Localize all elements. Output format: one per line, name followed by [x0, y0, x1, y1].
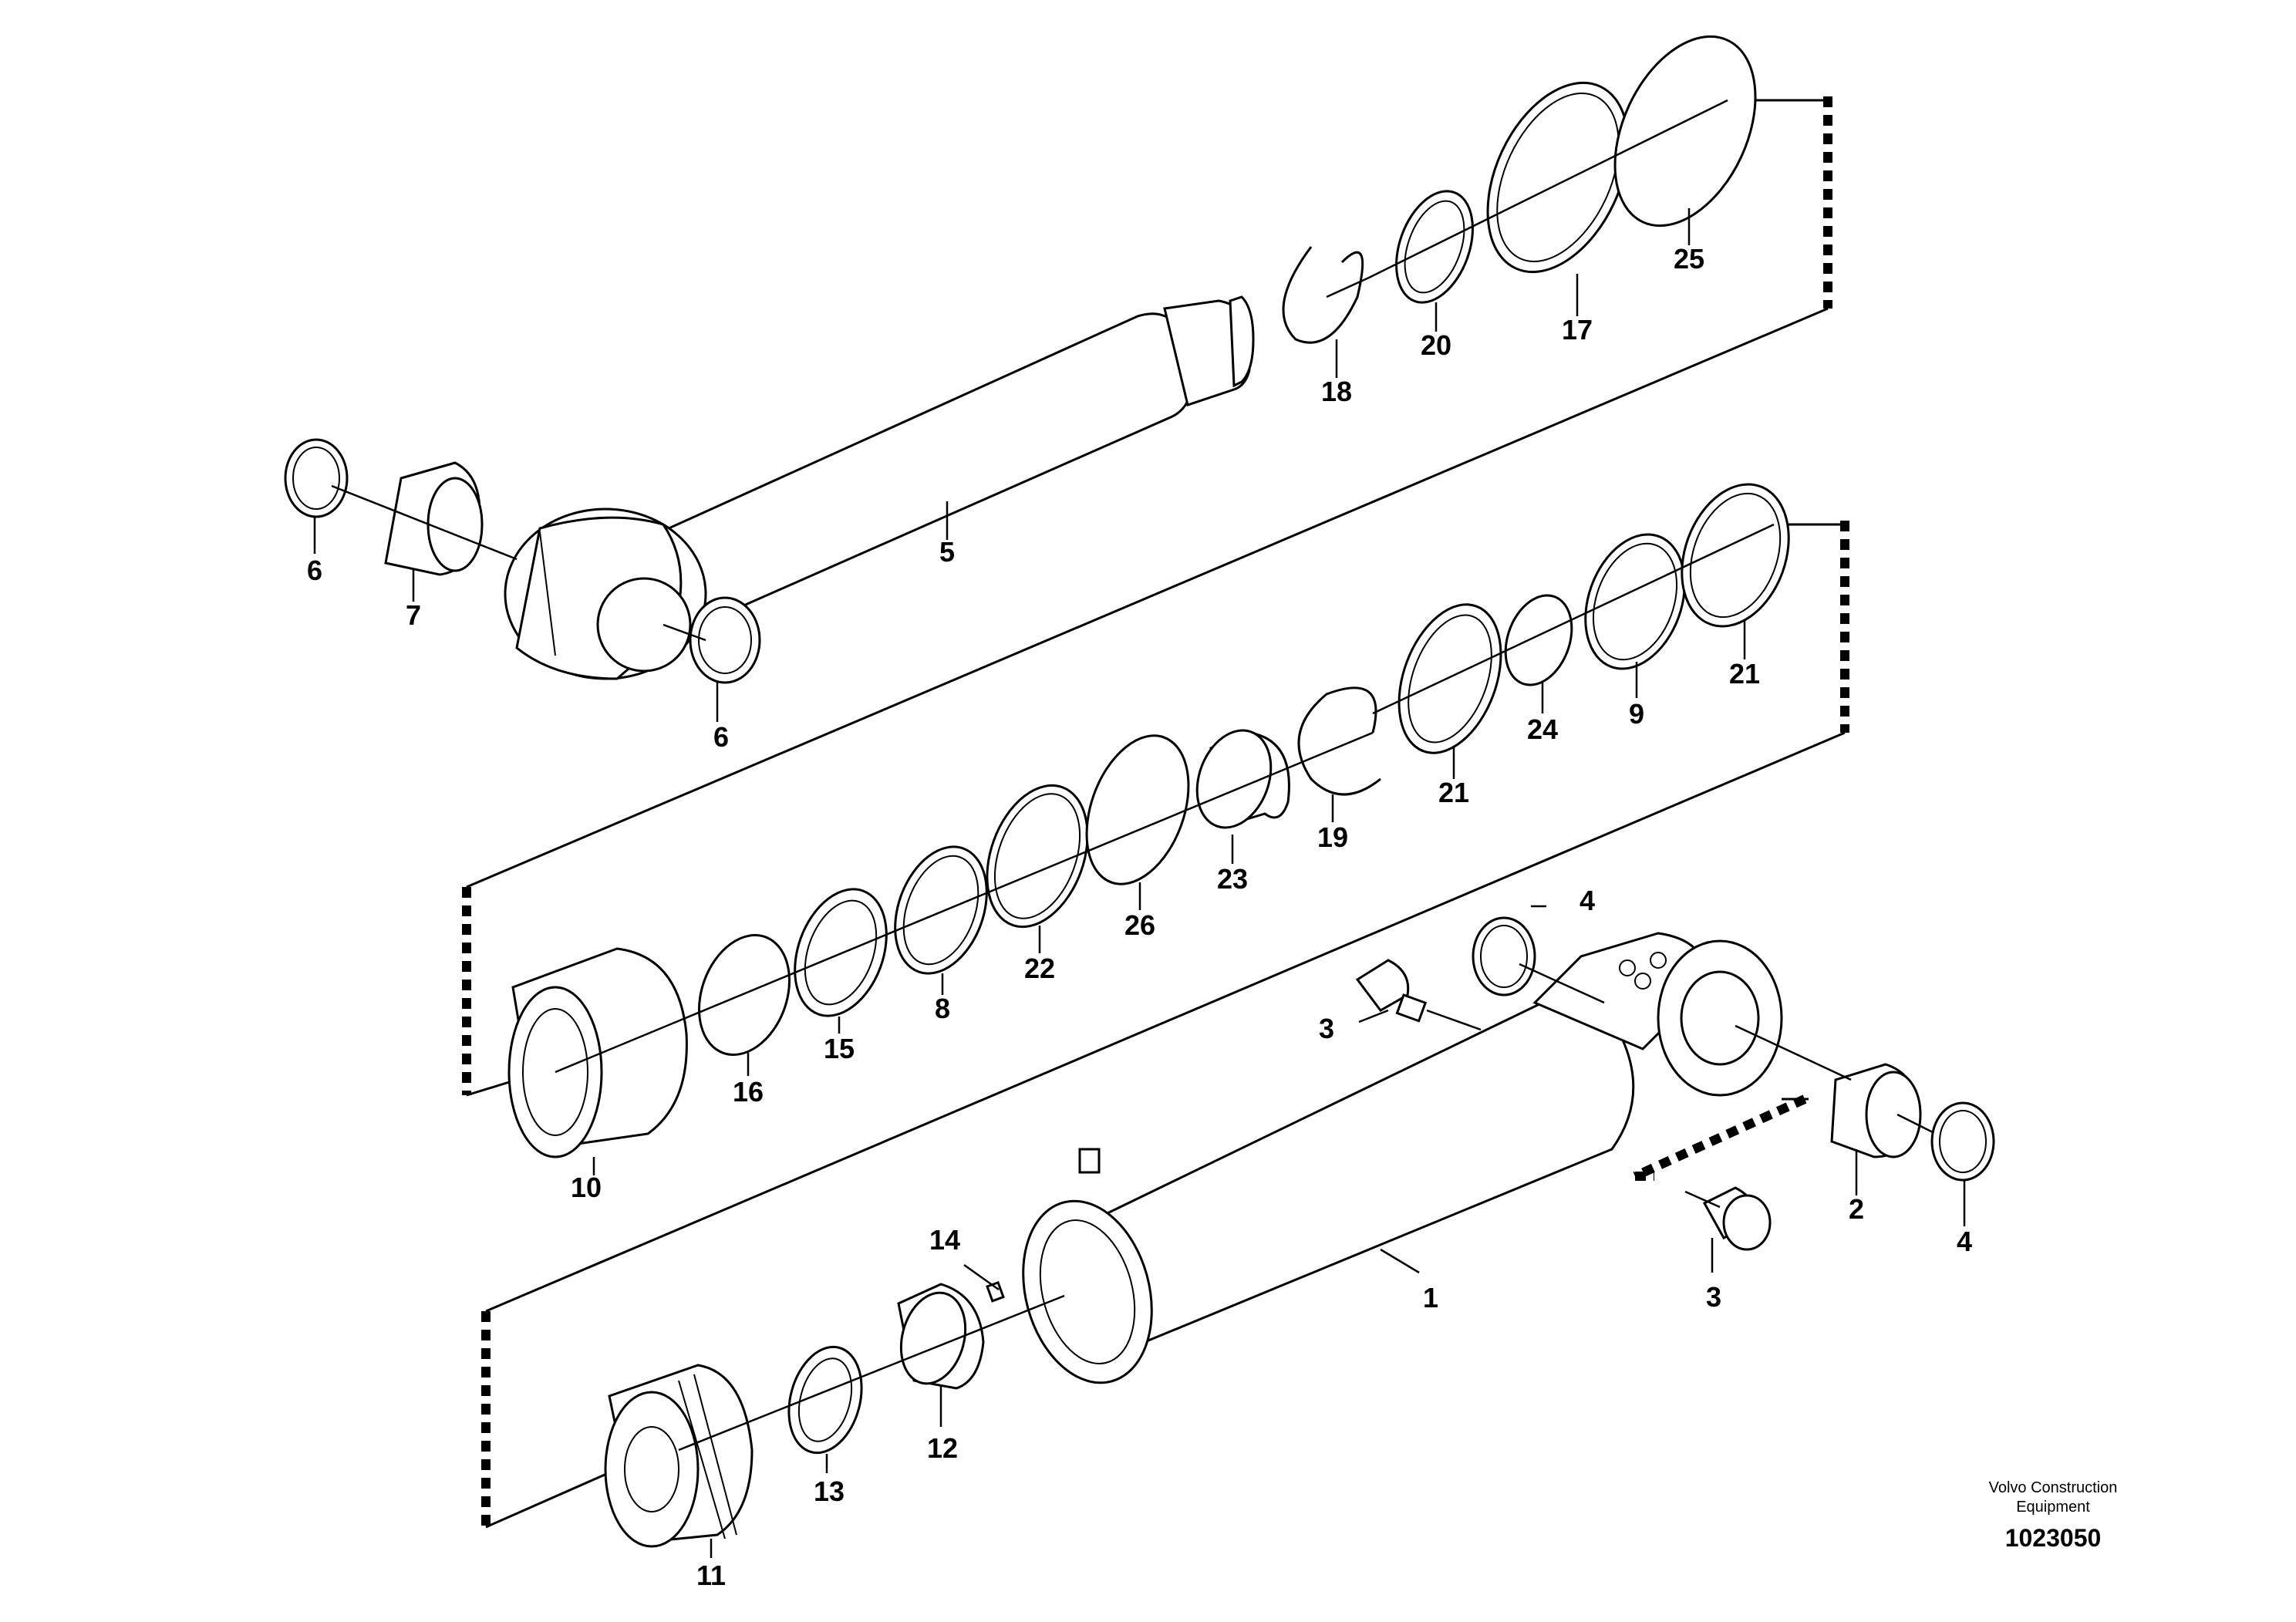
callout-4-bottom: 4	[1957, 1226, 1972, 1257]
callout-21-left: 21	[1438, 777, 1469, 808]
brand-line-2: Equipment	[2016, 1499, 2090, 1516]
callout-12: 12	[927, 1432, 958, 1464]
callout-17: 17	[1562, 314, 1593, 346]
callout-1: 1	[1423, 1282, 1438, 1313]
callout-3-bottom: 3	[1706, 1281, 1721, 1313]
callout-2: 2	[1849, 1193, 1864, 1225]
callout-14: 14	[929, 1224, 960, 1256]
callout-6-right: 6	[713, 721, 729, 753]
callout-6-left: 6	[307, 555, 322, 586]
document-number: 1023050	[2005, 1524, 2102, 1552]
callout-5: 5	[939, 536, 955, 568]
callout-24: 24	[1527, 713, 1558, 745]
piston-group	[507, 483, 1790, 1158]
callout-11: 11	[696, 1560, 726, 1591]
callout-15: 15	[824, 1033, 855, 1064]
callout-26: 26	[1124, 909, 1155, 941]
callout-21-right: 21	[1729, 658, 1760, 690]
callout-20: 20	[1421, 329, 1451, 361]
callout-23: 23	[1217, 863, 1248, 895]
document-footer: Volvo Construction Equipment 1023050	[1989, 1479, 2118, 1552]
callout-25: 25	[1674, 243, 1704, 275]
cylinder-barrel	[1022, 932, 1783, 1384]
callout-16: 16	[733, 1076, 764, 1108]
callout-3-top: 3	[1319, 1013, 1334, 1044]
assembly-frame-lines	[462, 96, 1849, 1529]
rod-eye-parts	[284, 438, 761, 684]
rod-seal-group	[1282, 35, 1757, 344]
callout-18: 18	[1321, 376, 1352, 407]
callout-8: 8	[935, 993, 950, 1024]
callout-19: 19	[1317, 821, 1348, 853]
piston-nut-group	[604, 1280, 1065, 1548]
piston-rod	[504, 295, 1255, 680]
callout-10: 10	[571, 1172, 602, 1203]
callout-4-top: 4	[1580, 885, 1595, 916]
callout-leaders	[313, 208, 1966, 1558]
barrel-side-parts	[1355, 916, 1995, 1251]
brand-line-1: Volvo Construction	[1989, 1479, 2118, 1496]
callout-labels: 6 7 6 5 18 20 17 25 10 16 15 8 22 26 23 …	[307, 243, 1972, 1591]
callout-9: 9	[1629, 698, 1644, 730]
callout-7: 7	[406, 599, 421, 631]
callout-22: 22	[1024, 953, 1055, 984]
callout-13: 13	[814, 1475, 845, 1507]
